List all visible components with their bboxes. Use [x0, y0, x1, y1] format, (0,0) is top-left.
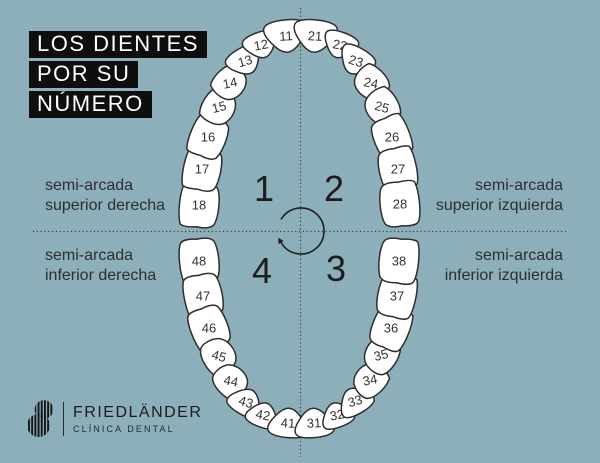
label-inferior-derecha-line2: inferior derecha [45, 267, 157, 284]
label-inferior-derecha-line1: semi-arcada [45, 247, 134, 264]
tooth-number: 11 [279, 28, 293, 44]
tooth-number: 31 [306, 415, 321, 431]
quadrant-4-number: 4 [251, 250, 273, 291]
tooth-number: 17 [195, 162, 209, 177]
label-superior-derecha: semi-arcada superior derecha [45, 176, 165, 216]
title-line-3: NÚMERO [29, 91, 152, 118]
tooth-number: 16 [201, 130, 215, 145]
page-title: LOS DIENTES POR SU NÚMERO [29, 31, 207, 121]
tooth-number: 44 [222, 372, 239, 390]
label-inferior-izquierda-line2: inferior izquierda [444, 267, 563, 284]
label-inferior-izquierda: semi-arcada inferior izquierda [445, 246, 563, 286]
tooth-outline [378, 180, 422, 229]
label-superior-izquierda: semi-arcada superior izquierda [436, 176, 563, 216]
tooth-number: 14 [221, 74, 238, 92]
tooth-number: 25 [373, 98, 391, 116]
tooth-number: 34 [361, 371, 378, 389]
logo-name: FRIEDLÄNDER [73, 403, 203, 421]
tooth-outline [377, 236, 421, 285]
tooth-number: 37 [390, 289, 404, 304]
tooth-number: 45 [210, 347, 228, 365]
tooth-number: 27 [391, 162, 405, 177]
tooth-number: 21 [307, 28, 322, 44]
label-superior-derecha-line2: superior derecha [45, 197, 166, 214]
tooth-number: 38 [392, 254, 406, 269]
quadrant-1-number: 1 [253, 168, 275, 209]
label-superior-izquierda-line2: superior izquierda [435, 197, 563, 214]
tooth-28: 28 [378, 180, 422, 229]
tooth-outline [207, 60, 253, 106]
rotation-arrow-arc [280, 207, 325, 255]
logo-mark-icon [28, 400, 54, 437]
label-superior-derecha-line1: semi-arcada [45, 177, 134, 194]
tooth-number: 28 [393, 197, 407, 212]
tooth-number: 36 [384, 321, 398, 336]
tooth-number: 23 [347, 52, 365, 70]
logo-text: FRIEDLÄNDER CLÍNICA DENTAL [73, 404, 202, 435]
logo-subtitle: CLÍNICA DENTAL [73, 424, 175, 435]
tooth-number: 41 [280, 415, 295, 431]
tooth-number: 46 [202, 321, 216, 336]
label-inferior-derecha: semi-arcada inferior derecha [45, 246, 156, 286]
tooth-number: 43 [237, 393, 255, 411]
tooth-number: 18 [192, 198, 206, 213]
tooth-number: 26 [385, 130, 399, 145]
tooth-number: 13 [236, 52, 254, 70]
tooth-number: 42 [254, 406, 271, 423]
tooth-number: 24 [362, 74, 379, 92]
tooth-number: 35 [372, 346, 390, 364]
tooth-number: 47 [196, 289, 210, 304]
tooth-number: 12 [252, 36, 269, 53]
tooth-number: 15 [210, 98, 228, 116]
tooth-number: 33 [346, 392, 364, 410]
tooth-38: 38 [377, 236, 421, 285]
quadrant-3-number: 3 [325, 248, 347, 289]
clinic-logo: FRIEDLÄNDER CLÍNICA DENTAL [28, 400, 202, 438]
tooth-14: 14 [207, 60, 253, 106]
label-inferior-izquierda-line1: semi-arcada [474, 247, 563, 264]
title-line-2: POR SU [29, 61, 139, 88]
tooth-number: 48 [192, 254, 206, 269]
rotation-arrow-head-icon [278, 237, 284, 245]
label-superior-izquierda-line1: semi-arcada [474, 177, 563, 194]
quadrant-2-number: 2 [323, 168, 345, 209]
title-line-1: LOS DIENTES [29, 31, 207, 58]
logo-divider [63, 402, 64, 436]
